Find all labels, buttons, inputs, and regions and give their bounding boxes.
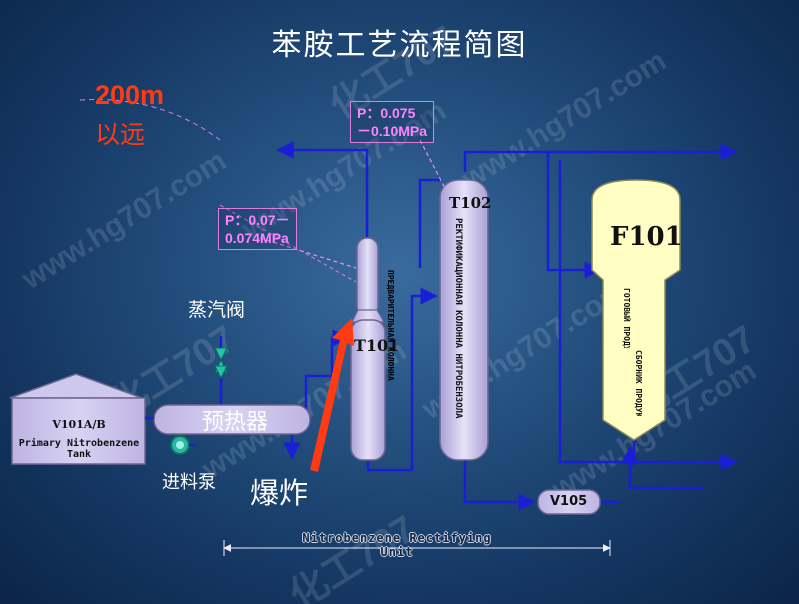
pipe-t101-to-t102 xyxy=(366,287,438,472)
pressure-box-t102: P：0.075 －0.10MPa xyxy=(350,101,435,143)
leader-distance xyxy=(219,204,357,283)
pipe-t102-side xyxy=(558,160,738,471)
pipe-t102-to-v105 xyxy=(463,455,536,511)
distance-text: 以远 xyxy=(95,120,146,149)
tank-v101[interactable] xyxy=(9,373,146,465)
tank-name: Primary Nitrobenzene Tank xyxy=(18,438,140,460)
preheater-label: 预热器 xyxy=(202,410,269,435)
vessel-v105[interactable] xyxy=(537,489,601,515)
valve-icon xyxy=(214,365,228,380)
t101-label: T101 xyxy=(354,336,400,355)
pipe-t101-vapor-out xyxy=(276,141,369,238)
preheater[interactable] xyxy=(153,404,311,435)
valve-icon xyxy=(214,347,228,362)
t102-side-text: РЕКТИФИКАЦИОННАЯ КОЛОННА НИТРОБЕНЗОЛА xyxy=(453,218,463,419)
distance-value: 200m xyxy=(95,80,165,110)
v105-body xyxy=(537,489,601,515)
f101-side-text-2: СБОРНИК ПРОДУКТА xyxy=(634,350,643,416)
f101-side-text-1: ГОТОВЫЙ ПРОДУКТ xyxy=(622,288,631,348)
explosion-arrow xyxy=(310,318,354,472)
f101-shell xyxy=(591,179,681,441)
unit-label: Nitrobenzene Rectifying Unit xyxy=(302,531,492,559)
feed-pump-label: 进料泵 xyxy=(162,472,216,493)
v105-label: V105 xyxy=(550,494,588,509)
f101-label: F101 xyxy=(610,222,683,252)
pressure-t101-line1: P：0.07－ xyxy=(225,212,290,228)
t101-body xyxy=(350,319,386,461)
distance-curve xyxy=(79,99,221,141)
leader-t101-pressure xyxy=(259,237,357,269)
watermark-text: www.hg707.com xyxy=(15,144,232,296)
page-title: 苯胺工艺流程简图 xyxy=(271,28,528,63)
pump-icon-hub xyxy=(176,441,184,449)
tank-id: V101A/B xyxy=(52,418,106,431)
preheater-body xyxy=(153,404,311,435)
steam-valve-label: 蒸汽阀 xyxy=(188,299,246,321)
pressure-t101-line2: 0.074MPa xyxy=(225,230,289,246)
pipe-t102-to-f101 xyxy=(546,152,602,279)
explosion-label: 爆炸 xyxy=(250,476,309,510)
column-t101[interactable] xyxy=(350,237,386,461)
t101-top-section xyxy=(356,237,379,317)
watermark-text: www.hg707.com xyxy=(455,44,672,196)
t102-body xyxy=(439,179,489,461)
pressure-t102-line1: P：0.075 xyxy=(357,105,416,121)
t102-label: T102 xyxy=(449,194,492,212)
pipe-f101-feed xyxy=(621,446,704,490)
tank-body xyxy=(11,397,146,465)
leader-t102-pressure xyxy=(419,139,447,191)
pipe-t102-top xyxy=(463,143,738,172)
t101-neck xyxy=(351,309,386,323)
feed-pump[interactable] xyxy=(170,435,196,455)
pressure-box-t101: P：0.07－ 0.074MPa xyxy=(218,208,297,250)
vessel-f101[interactable] xyxy=(591,179,681,441)
steam-valve[interactable] xyxy=(214,336,228,404)
pressure-t102-line2: －0.10MPa xyxy=(357,123,428,139)
column-t102[interactable] xyxy=(439,179,489,461)
t101-side-text: ПРЕДВАРИТЕЛЬНАЯ КОЛОННА xyxy=(386,270,395,381)
pipe-t102-reflux xyxy=(418,178,442,268)
